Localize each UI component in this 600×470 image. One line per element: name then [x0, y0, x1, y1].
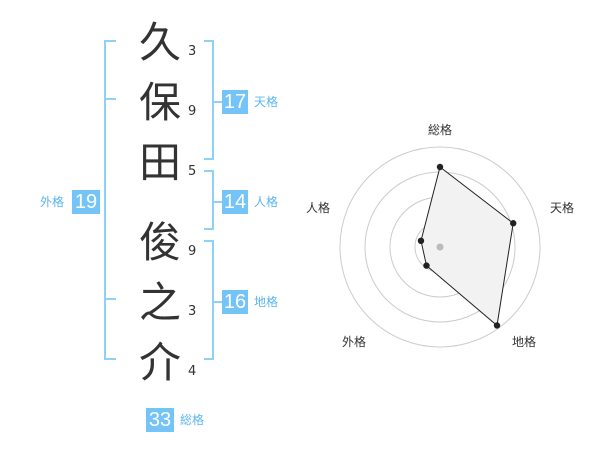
jinkaku-label: 人格 — [254, 195, 279, 209]
stroke-count-4: 9 — [188, 244, 197, 259]
name-char-1: 久 — [138, 18, 182, 67]
name-char-5: 之 — [138, 278, 182, 327]
gaikaku-label: 外格 — [40, 195, 65, 209]
name-char-2: 保 — [138, 78, 182, 127]
radar-point-1 — [436, 163, 444, 171]
tenkaku-bracket-stem — [212, 101, 222, 103]
jinkaku-bracket-stem — [212, 201, 222, 203]
chikaku-label: 地格 — [254, 295, 279, 309]
radar-center-dot — [436, 243, 444, 251]
gaikaku-value-badge: 19 — [72, 190, 100, 214]
name-char-6: 介 — [138, 338, 182, 387]
gaikaku-bracket-tick-top — [104, 40, 116, 42]
jinkaku-value-badge: 14 — [222, 190, 248, 214]
stroke-count-3: 5 — [188, 164, 197, 179]
gaikaku-bracket-tick-bottom — [104, 358, 116, 360]
radar-point-5 — [417, 237, 425, 245]
jinkaku-bracket-bottom — [204, 228, 214, 230]
gaikaku-bracket-tick-5 — [104, 298, 116, 300]
radar-axis-label-soukaku: 総格 — [428, 122, 452, 137]
radar-axis-label-tenkaku: 天格 — [550, 200, 574, 215]
jinkaku-bracket — [212, 170, 214, 230]
gaikaku-bracket-tick-2 — [104, 98, 116, 100]
stroke-count-5: 3 — [188, 304, 197, 319]
tenkaku-bracket — [212, 40, 214, 160]
name-char-3: 田 — [138, 138, 182, 187]
tenkaku-bracket-bottom — [204, 158, 214, 160]
soukaku-label: 総格 — [180, 413, 205, 427]
chikaku-bracket-bottom — [204, 358, 214, 360]
chikaku-value-badge: 16 — [222, 290, 248, 314]
stroke-count-6: 4 — [188, 364, 197, 379]
radar-point-3 — [493, 322, 501, 329]
chikaku-bracket-top — [204, 240, 214, 242]
tenkaku-label: 天格 — [254, 95, 279, 109]
name-char-4: 俊 — [138, 218, 182, 267]
chikaku-bracket-stem — [212, 301, 222, 303]
soukaku-value-badge: 33 — [146, 408, 174, 432]
jinkaku-bracket-top — [204, 170, 214, 172]
tenkaku-bracket-top — [204, 40, 214, 42]
gaikaku-bracket — [104, 40, 106, 360]
stroke-count-2: 9 — [188, 104, 197, 119]
radar-point-4 — [423, 262, 430, 269]
radar-area — [420, 166, 514, 327]
radar-ring-4 — [339, 146, 541, 348]
chikaku-bracket — [212, 240, 214, 360]
radar-points — [417, 163, 517, 329]
tenkaku-value-badge: 17 — [222, 90, 248, 114]
radar-axis-label-gaikaku: 外格 — [342, 334, 366, 349]
radar-axis-label-chikaku: 地格 — [512, 334, 536, 349]
radar-axis-label-jinkaku: 人格 — [306, 200, 330, 215]
radar-point-2 — [510, 220, 517, 227]
stroke-count-1: 3 — [188, 44, 197, 59]
